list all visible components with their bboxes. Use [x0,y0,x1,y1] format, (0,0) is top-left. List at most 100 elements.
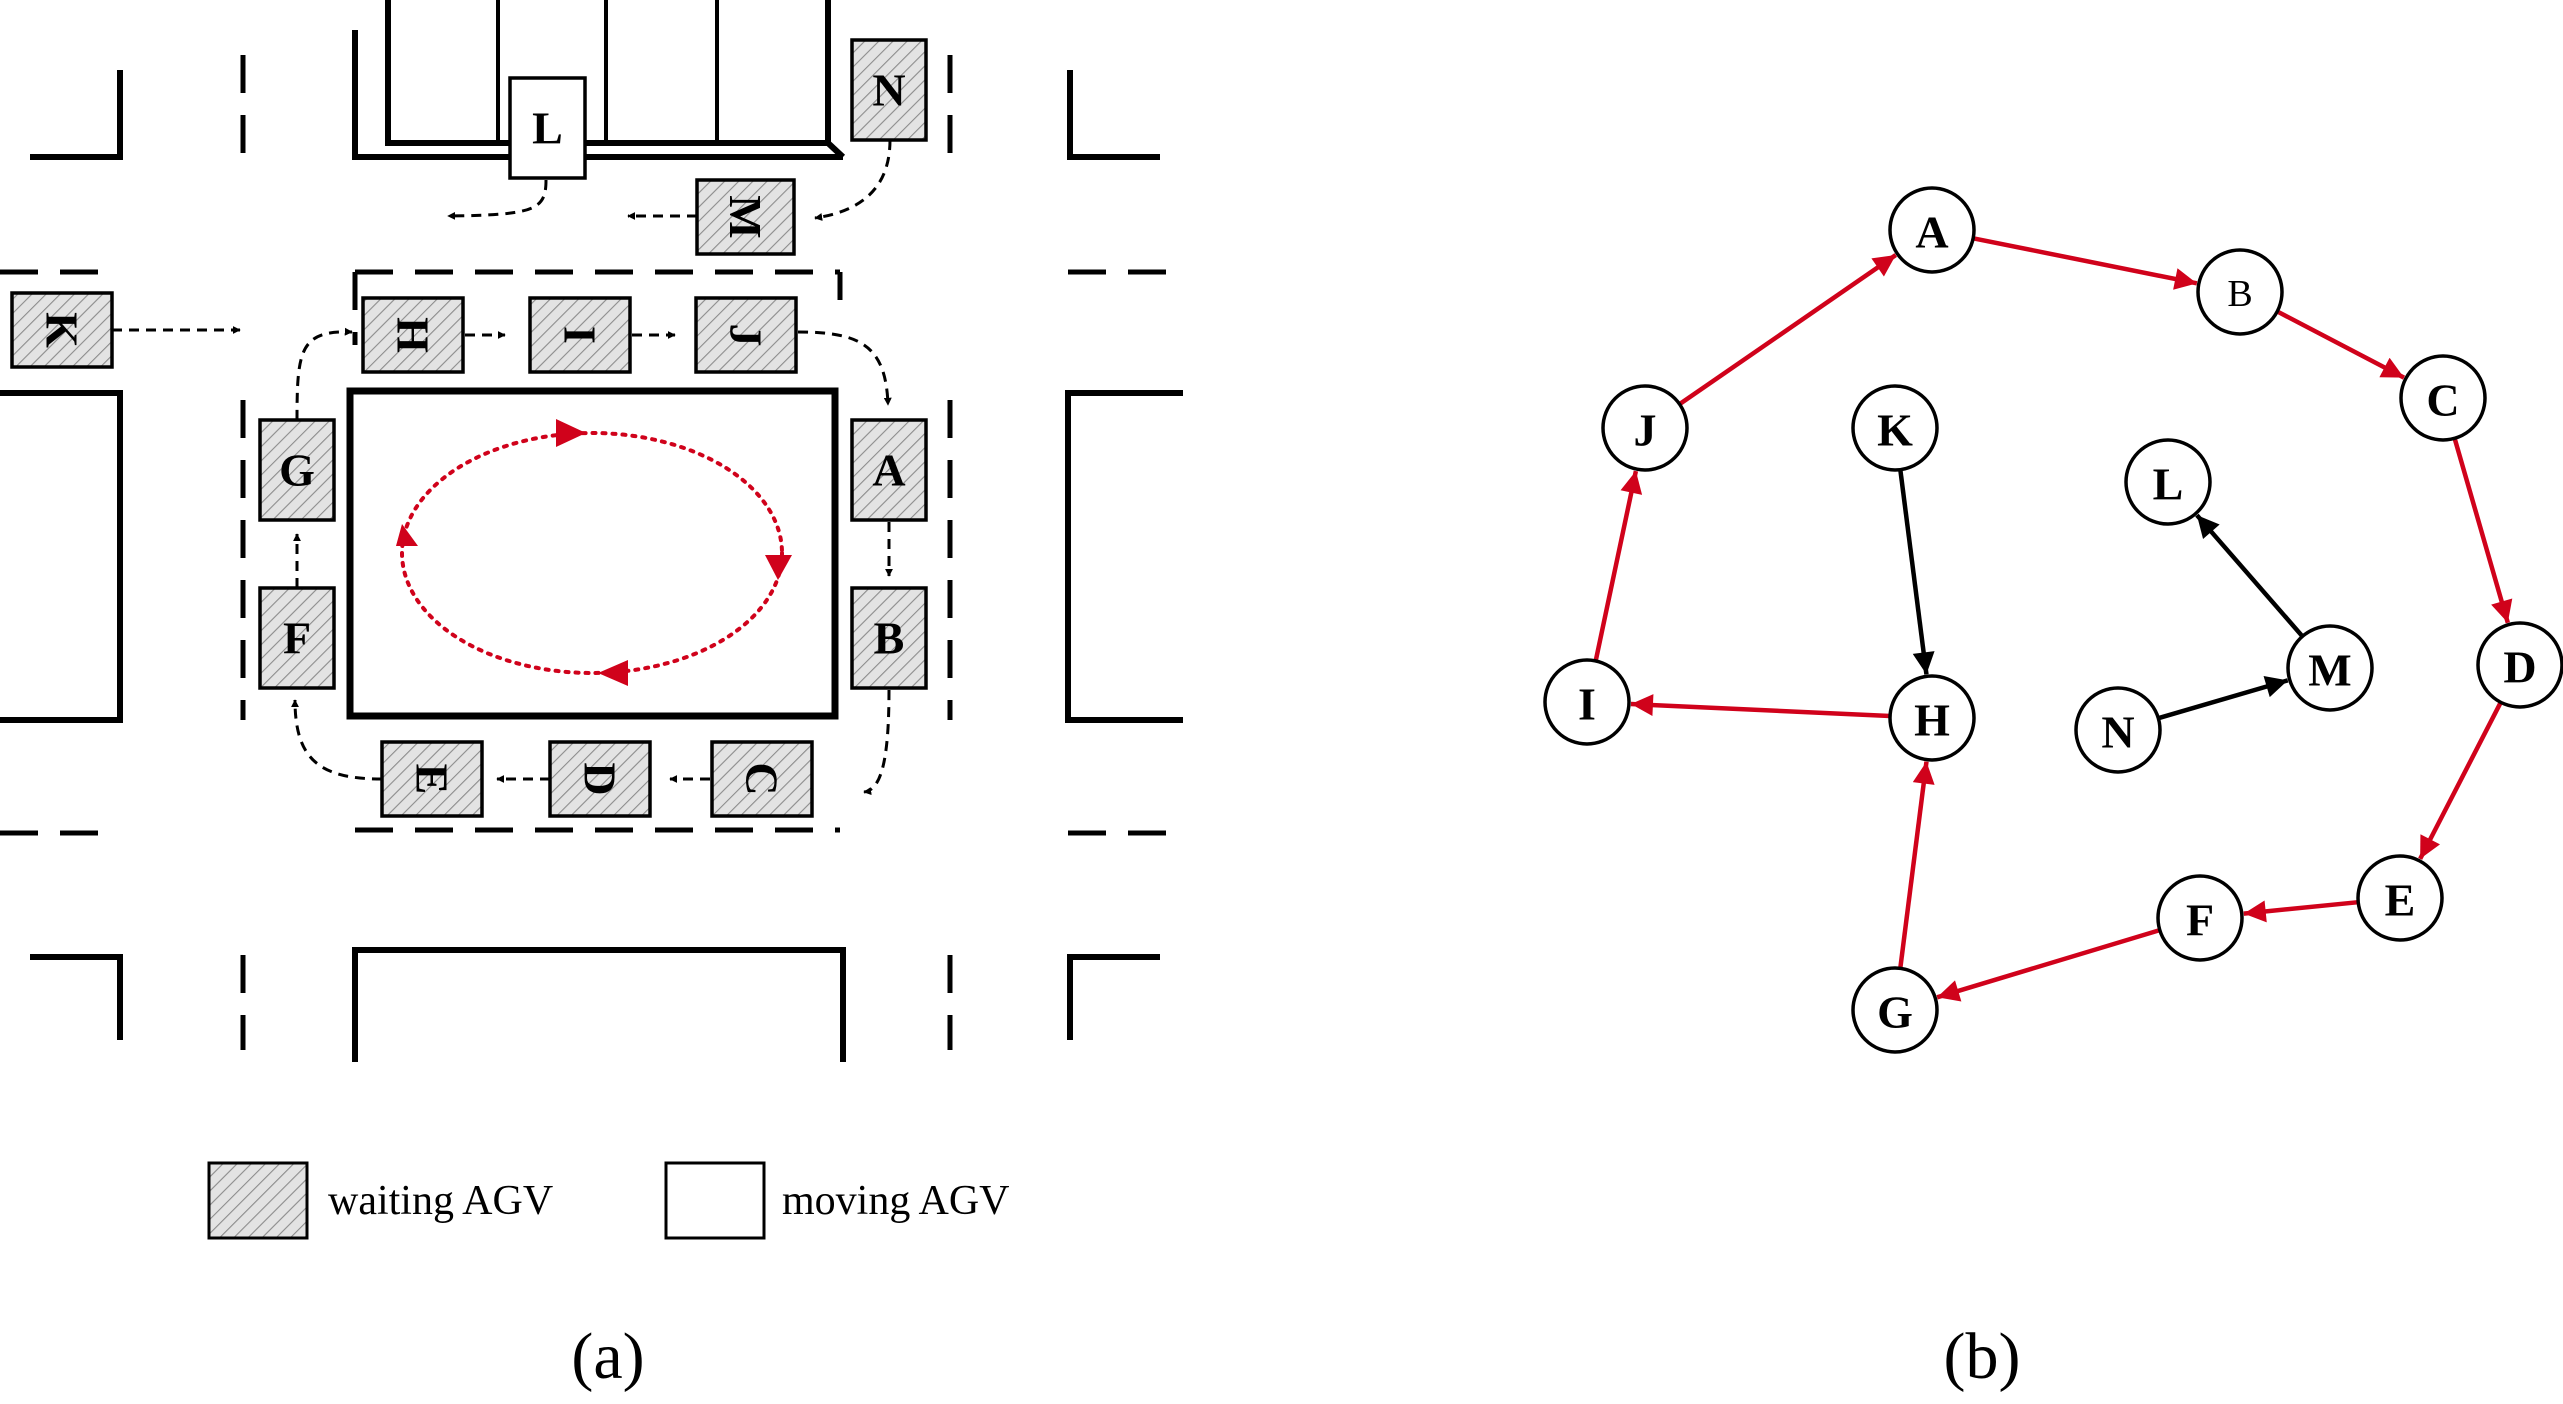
agv-f: F [258,586,336,690]
wait-arrow [863,689,891,796]
node-circle [2286,624,2374,712]
wall-segment [825,140,846,160]
node-j: J [1601,384,1689,472]
legend-waiting-label: waiting AGV [328,1178,553,1224]
cycle-arrowhead [598,660,628,686]
agv-label: L [532,103,563,154]
agv-h: H [361,296,465,374]
legend-waiting-swatch [207,1161,309,1240]
node-label: J [1634,405,1657,456]
agv-label: B [874,613,905,664]
node-circle [1601,384,1689,472]
node-circle [2356,854,2444,942]
node-i: I [1543,658,1631,746]
cycle-arrowhead [396,524,418,546]
agv-c: C [710,740,814,818]
agv-box [258,586,336,690]
edge-f-g [1936,927,2161,1002]
node-g: G [1851,966,1939,1054]
node-circle [1888,674,1976,762]
legend: waiting AGV moving AGV [207,1161,1010,1240]
agv-box [10,291,114,369]
agv-d: D [548,740,652,818]
node-label: D [2503,642,2536,693]
edge-n-m [2157,675,2289,721]
agv-box [380,740,484,818]
wall-segment [352,947,846,1062]
node-circle [1543,658,1631,746]
cycle-arrowhead [765,555,792,580]
node-e: E [2356,854,2444,942]
node-m: M [2286,624,2374,712]
node-circle [2399,354,2487,442]
edge-i-j [1593,470,1643,662]
cycle-arrowhead [556,419,586,447]
deadlock-cycle [396,419,792,686]
caption-b: (b) [1944,1320,2021,1393]
node-circle [2196,248,2284,336]
wait-arrow [814,139,892,221]
agv-box [694,296,798,374]
agv-label: F [283,613,311,664]
node-label: G [1877,987,1913,1038]
node-a: A [1888,186,1976,274]
legend-moving-label: moving AGV [782,1178,1010,1224]
node-h: H [1888,674,1976,762]
wall-segment [30,70,123,160]
agv-box [258,418,336,522]
agv-e: E [380,740,484,818]
agv-label: G [279,445,315,496]
node-label: N [2101,707,2134,758]
node-label: K [1877,405,1913,456]
central-block [346,387,839,720]
wait-arrow [797,330,892,406]
agv-box [548,740,652,818]
node-circle [1851,966,1939,1054]
agv-box [850,38,928,142]
legend-moving-swatch [664,1161,766,1240]
edge-b-c [2276,309,2406,380]
agv-label: H [388,317,439,353]
wall-segment [0,390,123,723]
agv-i: I [528,296,632,374]
agv-box [695,178,796,256]
agv-box [850,586,928,690]
node-label: H [1914,695,1950,746]
agv-box [361,296,465,374]
node-circle [2124,438,2212,526]
node-circle [1851,384,1939,472]
agv-label: J [721,324,772,347]
node-d: D [2476,621,2563,709]
edge-a-b [1972,236,2198,290]
node-label: M [2308,645,2351,696]
agv-box [850,418,928,522]
edge-e-f [2243,899,2359,923]
edge-g-h [1898,761,1935,969]
waiting-arrows [112,139,893,796]
edge-m-l [2195,513,2305,638]
node-label: I [1578,679,1596,730]
agv-g: G [258,418,336,522]
wait-arrow [295,327,353,421]
edge-h-i [1630,694,1891,719]
node-circle [2156,874,2244,962]
node-n: N [2074,686,2162,774]
agv-n: N [850,38,928,142]
graph-edges [1593,236,2513,1002]
node-f: F [2156,874,2244,962]
node-circle [1888,186,1976,274]
node-label: A [1915,207,1948,258]
edge-j-a [1678,253,1898,407]
node-label: L [2153,459,2184,510]
agv-b: B [850,586,928,690]
edge-d-e [2418,701,2503,860]
wall-segment [30,954,123,1040]
wall-segment [1067,70,1160,160]
agv-j: J [694,296,798,374]
agv-m: M [695,178,796,256]
